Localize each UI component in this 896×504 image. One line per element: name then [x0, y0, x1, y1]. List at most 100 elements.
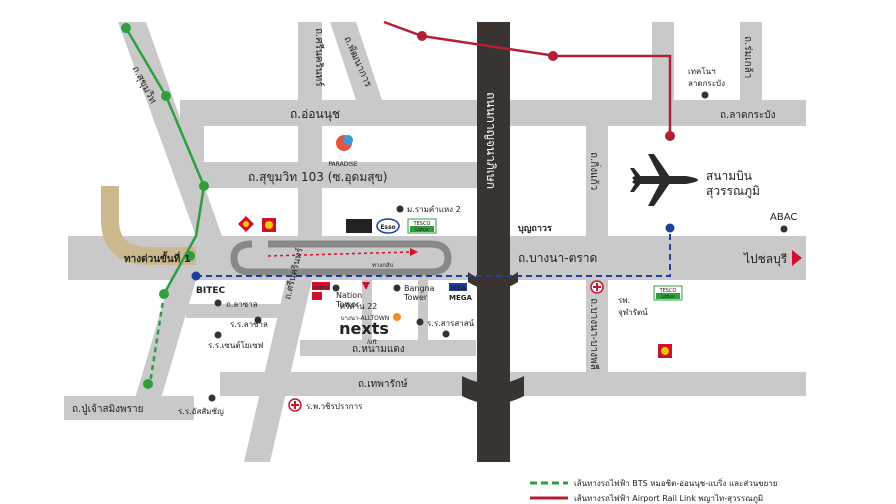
label-u-turn: ทางกลับ [372, 262, 394, 269]
esso-label: Esso [380, 224, 395, 231]
label-soi22: ศรีด่าน 22 [340, 302, 377, 311]
legend-bts-label: เส้นทางรถไฟฟ้า BTS หมอชิต-อ่อนนุช-แบริ่ง… [574, 477, 778, 488]
poi-dot-ram2 [396, 205, 404, 213]
legend: เส้นทางรถไฟฟ้า BTS หมอชิต-อ่อนนุช-แบริ่ง… [530, 477, 778, 504]
lotus-label-1: Lotus [415, 227, 429, 233]
road-sukhumvit-sw [134, 280, 196, 402]
lotus-label-2: Lotus [661, 294, 675, 300]
caltex-logo [238, 216, 254, 232]
label-bangna-tower-2: Tower [403, 293, 428, 302]
bts-line-extension [148, 293, 166, 385]
road-local-b [418, 280, 428, 342]
label-hospital-cj-1: รพ. [618, 296, 630, 305]
label-lasalle: ถ.ลาซาล [226, 300, 258, 309]
label-bangphli: ถ.บางนา-บางพลี [588, 298, 600, 370]
poi-dot-sarasas [416, 318, 424, 326]
legend-bts: เส้นทางรถไฟฟ้า BTS หมอชิต-อ่อนนุช-แบริ่ง… [530, 477, 778, 488]
airplane-icon [630, 154, 698, 206]
shell-logo-1 [262, 218, 276, 232]
label-technic-1: เทคโนฯ [688, 66, 716, 76]
label-ram2: ม.รามคำแหง 2 [407, 205, 461, 214]
legend-arl-label: เส้นทางรถไฟฟ้า Airport Rail Link พญาไท-ส… [574, 494, 763, 504]
paradise-label: PARADISE [328, 161, 358, 168]
label-nation-tower-1: Nation [336, 291, 362, 300]
boonthavorn-label: บุญถาวร [518, 224, 552, 234]
poi-dot-assumption [208, 394, 216, 402]
bts-station-1 [121, 23, 131, 33]
road-sukhumvit-nw [118, 22, 222, 236]
arl-station-1 [417, 31, 427, 41]
mega-logo: MEGA [449, 294, 472, 302]
bts-station-5 [159, 289, 169, 299]
paradise-logo: PARADISE [328, 135, 358, 168]
tesco-lotus-logo-2: TESCO Lotus [653, 285, 683, 301]
road-lasalle [186, 304, 290, 318]
poi-dot-lasalle-school [254, 316, 262, 324]
poi-dot-nation-tower [332, 284, 340, 292]
road-lat-krabang-v [652, 22, 674, 100]
makro-label: makro [313, 285, 329, 291]
blue-route [196, 228, 671, 277]
road-rom-klao [740, 22, 762, 100]
label-airport-2: สุวรรณภูมิ [706, 184, 760, 199]
bitec-logo: BITEC [196, 286, 225, 296]
u-turn-arrow [410, 248, 418, 256]
label-nation-tower-2: Tower [335, 300, 360, 309]
esso-logo: Esso [376, 218, 400, 234]
label-nam-daeng: ถ.หนามแดง [352, 344, 405, 355]
road-srinakarin-south [244, 280, 312, 462]
label-assumption: ร.ร.อัสสัมชัญ [178, 407, 224, 416]
label-bangna-trat: ถ.บางนา-ตราด [518, 251, 597, 265]
label-rom-klao: ถ.ร่มเกล้า [742, 36, 754, 78]
poi-dot-technic [701, 91, 709, 99]
legend-arl: เส้นทางรถไฟฟ้า Airport Rail Link พญาไท-ส… [530, 494, 763, 504]
blue-stop-east [665, 223, 675, 233]
poi-dot-lasalle-rd [214, 299, 222, 307]
tesco-label-2: TESCO [659, 288, 677, 294]
label-hang-duan: ทางด่วนขั้นที่ 1 [124, 251, 191, 265]
road-local-a [362, 280, 372, 340]
u-turn-loop [230, 240, 452, 276]
label-to-chonburi: ไปชลบุรี [743, 252, 788, 267]
boonthavorn-logo: บุญถาวร [518, 224, 552, 234]
bts-station-4 [185, 251, 195, 261]
interchange-mid [468, 272, 518, 290]
label-kanchanaphisek: ถนนกาญจนาภิเษก [484, 92, 498, 189]
label-lasalle-school: ร.ร.ลาซาล [230, 320, 268, 329]
project-top-label: บางนา-ALLTOWN [341, 315, 390, 322]
road-srinakarin-north [298, 22, 322, 236]
shell-logo-3 [312, 292, 322, 300]
project-name: nexts [339, 319, 389, 338]
tesco-label-1: TESCO [413, 221, 431, 227]
shell-logo-2 [658, 344, 672, 358]
mega-label: MEGA [449, 294, 472, 302]
poi-dots [208, 91, 788, 402]
index-logo: index [346, 219, 372, 233]
project-pin-icon [362, 282, 370, 290]
label-st-joseph: ร.ร.เซนต์โยเซฟ [208, 340, 264, 350]
project-logo: บางนา-ALLTOWN nexts loft [339, 313, 401, 346]
label-on-nut: ถ.อ่อนนุช [290, 107, 340, 122]
label-hospital-cj-2: จุฬารัตน์ [618, 307, 648, 317]
project-sub-label: loft [367, 339, 377, 346]
arl-station-3 [665, 131, 675, 141]
poi-dot-abac [780, 225, 788, 233]
label-bangna-tower-1: Bangna [404, 284, 435, 293]
label-srinakarin-north: ถ.ศรีนครินทร์ [313, 28, 325, 87]
label-lat-krabang: ถ.ลาดกระบัง [720, 110, 776, 121]
label-sarasas: ร.ร.สารสาสน์ [427, 318, 475, 328]
road-bangphli [586, 280, 608, 396]
label-pu-chao: ถ.ปู่เจ้าสมิงพราย [72, 403, 144, 415]
road-sukhumvit-103 [180, 162, 480, 188]
label-thepharak: ถ.เทพารักษ์ [358, 378, 408, 390]
label-airport-1: สนามบิน [706, 169, 752, 183]
label-sukhumvit-103: ถ.สุขุมวิท 103 (ซ.อุดมสุข) [248, 170, 387, 185]
tesco-lotus-logo-1: TESCO Lotus [407, 218, 437, 234]
label-hospital-wc: ร.พ.วชิรปราการ [306, 402, 363, 411]
index-label: index [348, 223, 370, 231]
bts-station-2 [161, 91, 171, 101]
poi-dot-bangna-tower [393, 284, 401, 292]
bts-station-6 [143, 379, 153, 389]
arl-station-2 [548, 51, 558, 61]
